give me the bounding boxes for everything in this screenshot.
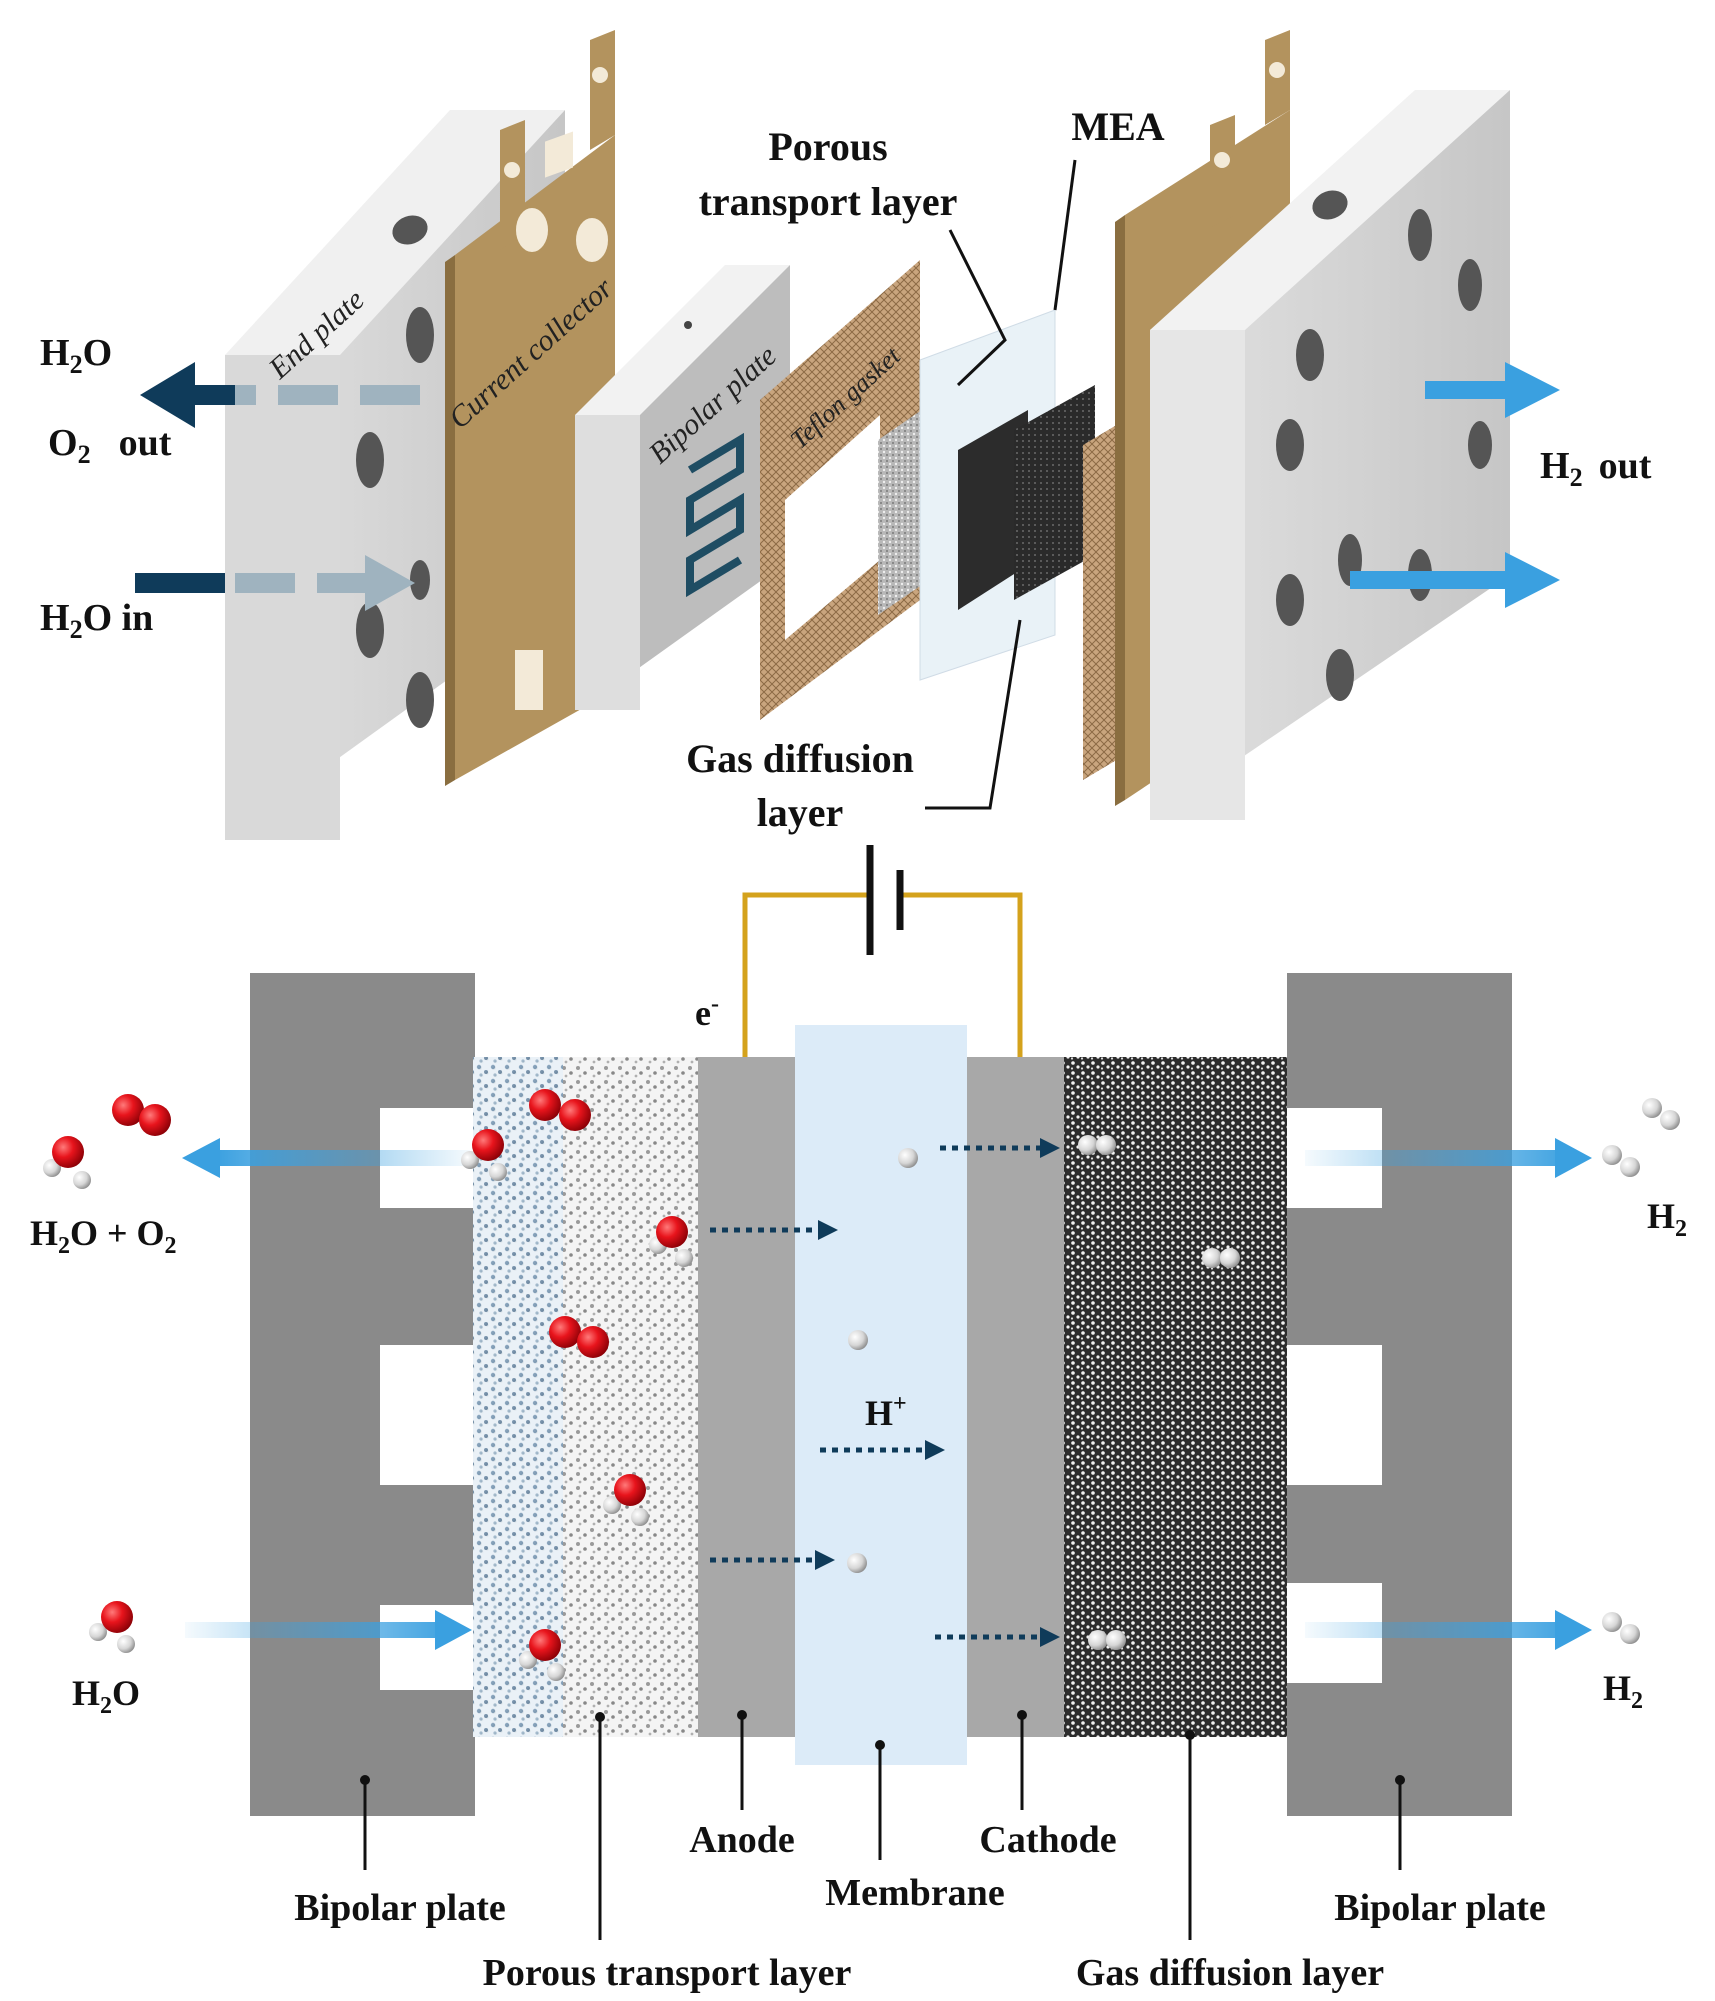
h2-molecule [1202,1248,1240,1268]
membrane [795,1025,967,1765]
bipolar-plate-left-label: Bipolar plate [294,1887,506,1929]
electron-label: e- [695,991,719,1033]
h2o-molecule [603,1474,649,1526]
h2-out-top-label: H2 [1647,1196,1687,1242]
top-flow-arrows [135,362,1560,611]
proton-label: H+ [865,1391,907,1433]
proton-particle [898,1148,918,1168]
h2o-in-label: H2O [72,1673,140,1719]
mea-label: MEA [1071,104,1164,149]
top-component-labels: Porous transport layer MEA Gas diffusion… [686,104,1165,835]
proton-particle [848,1330,868,1350]
proton-arrows [710,1138,1060,1647]
anode [698,1057,795,1737]
o2-molecule [529,1089,591,1131]
ptl-label: Porous transport layer [483,1952,852,1994]
h2-molecule [1602,1612,1640,1644]
bipolar-plate-right [1287,973,1512,1816]
cathode-layer-top [1014,385,1095,600]
ptl-leader-line [948,229,1007,387]
molecules [43,1089,1680,1681]
cross-section: e- [30,845,1687,1994]
h2-molecule [1088,1630,1126,1650]
h2o-molecule [649,1216,693,1267]
o2-molecule [549,1316,609,1358]
anode-layer-top [958,410,1028,610]
h2-out-bottom-label: H2 [1603,1668,1643,1714]
cathode [967,1057,1064,1737]
h2-molecule [1602,1145,1640,1177]
bipolar-plate-top: Bipolar plate [575,265,790,710]
h2-molecule [1078,1135,1116,1155]
h2o-molecule [461,1129,507,1181]
mea-leader-line [1053,159,1077,311]
anode-label: Anode [689,1819,795,1861]
bottom-flow-arrows [182,1138,1592,1650]
gas-diffusion-layer [1064,1057,1289,1737]
gdl-label-line1: Gas diffusion [686,736,914,781]
h2o-out-label: H2O [40,332,112,379]
membrane-label: Membrane [825,1872,1004,1914]
o2-molecule [112,1094,171,1136]
gdl-label-line2: layer [757,790,844,835]
callout-leaders [360,1710,1405,1940]
h2-molecule [1642,1098,1680,1130]
cathode-label: Cathode [979,1819,1116,1861]
h2o-molecule [89,1601,135,1653]
exploded-view: End plate Current collector Bipolar plat… [40,30,1652,840]
gdl-label: Gas diffusion layer [1076,1952,1384,1994]
h2o-molecule [43,1136,91,1189]
bipolar-plate-left [250,973,475,1816]
end-plate-right [1150,90,1510,820]
ptl-wet-zone [473,1057,563,1737]
proton-particle [847,1553,867,1573]
bottom-flow-labels: H2O + O2 H2O H2 H2 [30,1196,1687,1719]
h2o-molecule [519,1629,565,1681]
gdl-leader-line [925,619,1022,810]
callout-labels: Bipolar plate Porous transport layer Ano… [294,1819,1546,1994]
porous-label-line2: transport layer [699,179,958,224]
h2o-o2-out-label: H2O + O2 [30,1213,177,1259]
bipolar-plate-right-label: Bipolar plate [1334,1887,1546,1929]
porous-label-line1: Porous [768,124,887,169]
h2o-in-label: H2O in [40,597,153,644]
